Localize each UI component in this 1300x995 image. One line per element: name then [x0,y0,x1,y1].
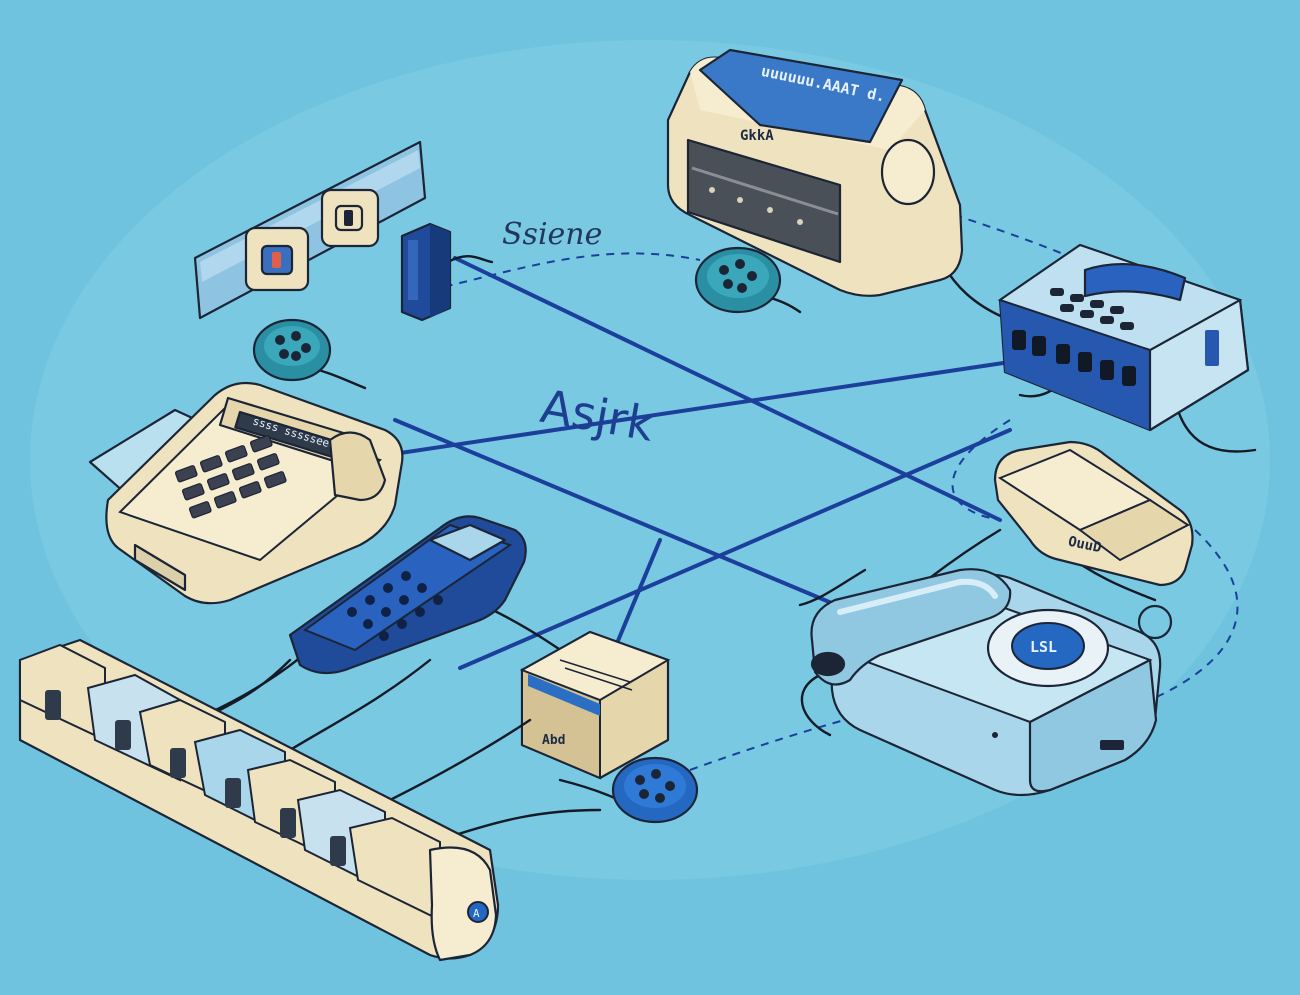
switch-box: Abd [519,630,671,780]
modem-device: OuuD [993,440,1194,640]
rotary-dial-label: LSL [1030,638,1057,656]
wall-socket [244,226,310,292]
desk-phone: ssss ssssseee [88,381,404,605]
network-adapter [400,222,494,322]
router-device [997,243,1257,453]
connector-hub [558,756,699,824]
rotary-phone: LSL [798,528,1162,797]
wall-switch-panel [193,140,427,320]
dashed-link [1149,529,1239,701]
connector-hub [694,246,802,314]
modem-label: OuuD [1067,534,1103,557]
connector-hub [252,318,367,390]
network-line [453,256,1002,522]
wall-socket [320,188,380,248]
patch-panel-strip: A [18,638,602,962]
network-line [458,428,1012,670]
printer-label: GkkA [740,128,774,144]
printer-device: uuuuuu.AAAT d. GkkA [666,48,1007,320]
dashed-link [429,252,701,291]
network-line [318,360,1012,467]
dashed-link [951,419,1011,521]
hub-label: Abd [542,733,565,748]
cordless-handset [203,515,592,717]
strip-module-label: A [473,907,480,920]
handwritten-label: Ssiene [502,217,602,252]
